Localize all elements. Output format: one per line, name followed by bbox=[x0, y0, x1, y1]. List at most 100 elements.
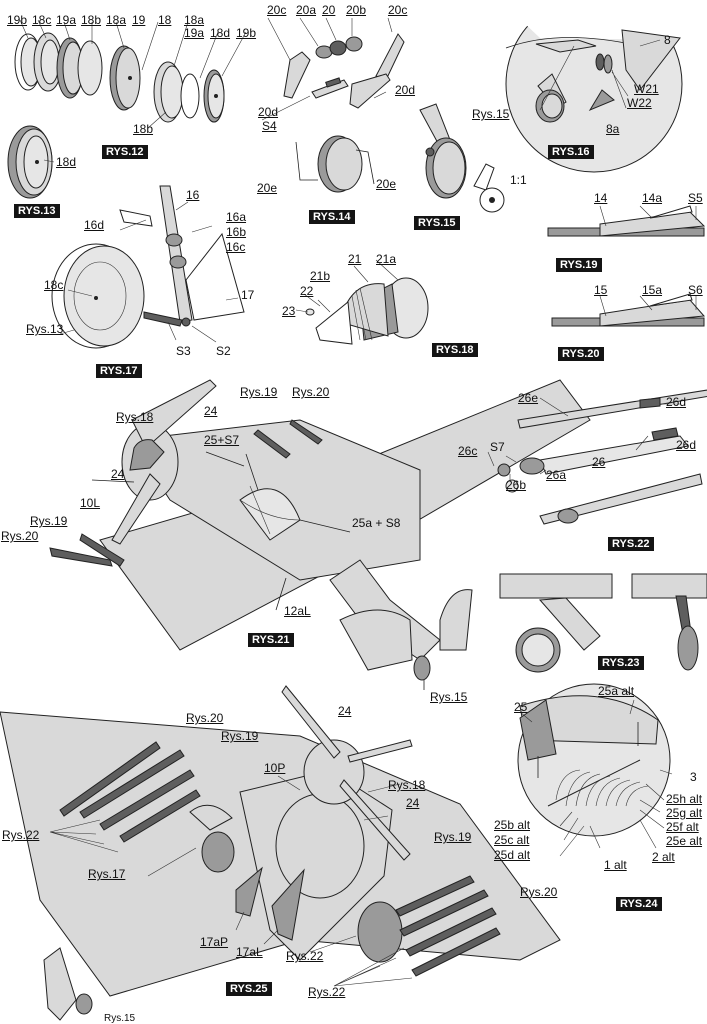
label-rys22-ref: Rys.22 bbox=[2, 828, 40, 842]
label-18c: 18c bbox=[32, 13, 52, 27]
rys24-cockpit bbox=[517, 683, 673, 857]
caption-rys24: RYS.24 bbox=[616, 897, 662, 911]
label-16d: 16d bbox=[84, 218, 105, 232]
label-rys19-ref: Rys.19 bbox=[240, 385, 278, 399]
rys12-wheel-parts bbox=[14, 19, 247, 129]
label-21b: 21b bbox=[310, 269, 331, 283]
label-20c-2: 20c bbox=[388, 3, 408, 17]
label-24-2: 24 bbox=[111, 467, 125, 481]
label-rys22-ref-3: Rys.22 bbox=[308, 985, 346, 999]
label-22: 22 bbox=[300, 284, 314, 298]
label-rys18-ref: Rys.18 bbox=[116, 410, 154, 424]
rys21-aircraft bbox=[49, 379, 591, 690]
label-rys18-ref-2: Rys.18 bbox=[388, 778, 426, 792]
rys16-gear-detail bbox=[500, 0, 683, 173]
label-18a-2: 18a bbox=[184, 13, 205, 27]
label-26c: 26c bbox=[458, 444, 478, 458]
label-19a-2: 19a bbox=[184, 26, 205, 40]
label-rys15-ref-2: Rys.15 bbox=[430, 690, 468, 704]
label-20: 20 bbox=[322, 3, 336, 17]
label-15a: 15a bbox=[642, 283, 663, 297]
rys17-gear-leg bbox=[51, 185, 245, 349]
label-17ap: 17aP bbox=[200, 935, 229, 949]
label-24-3: 24 bbox=[338, 704, 352, 718]
label-25e-alt: 25e alt bbox=[666, 834, 703, 848]
rys22-rocket-rail bbox=[487, 389, 707, 525]
label-25-s7: 25+S7 bbox=[204, 433, 240, 447]
label-s2: S2 bbox=[216, 344, 231, 358]
label-23: 23 bbox=[282, 304, 296, 318]
label-rys15-ref: Rys.15 bbox=[472, 107, 510, 121]
caption-rys14: RYS.14 bbox=[309, 210, 355, 224]
rys23-gear-views bbox=[499, 573, 707, 673]
label-21a: 21a bbox=[376, 252, 397, 266]
label-w21: W21 bbox=[634, 82, 659, 96]
label-s3: S3 bbox=[176, 344, 191, 358]
label-25a-s8: 25a + S8 bbox=[352, 516, 401, 530]
label-3: 3 bbox=[690, 770, 697, 784]
rys20-rocket bbox=[551, 293, 706, 327]
label-26: 26 bbox=[592, 455, 606, 469]
label-rys20-ref-3: Rys.20 bbox=[186, 711, 224, 725]
label-18a: 18a bbox=[106, 13, 127, 27]
label-25b-alt: 25b alt bbox=[494, 818, 531, 832]
caption-rys19: RYS.19 bbox=[556, 258, 602, 272]
label-15: 15 bbox=[594, 283, 608, 297]
label-21: 21 bbox=[348, 252, 362, 266]
label-8: 8 bbox=[664, 33, 671, 47]
label-16: 16 bbox=[186, 188, 200, 202]
caption-rys25: RYS.25 bbox=[226, 982, 272, 996]
label-1-alt: 1 alt bbox=[604, 858, 627, 872]
label-26d-2: 26d bbox=[676, 438, 697, 452]
label-s4: S4 bbox=[262, 119, 277, 133]
label-14a: 14a bbox=[642, 191, 663, 205]
label-rys22-ref-2: Rys.22 bbox=[286, 949, 324, 963]
label-25d-alt: 25d alt bbox=[494, 848, 531, 862]
label-17: 17 bbox=[241, 288, 255, 302]
label-26e: 26e bbox=[518, 391, 539, 405]
label-s5: S5 bbox=[688, 191, 703, 205]
label-20c: 20c bbox=[267, 3, 287, 17]
label-19: 19 bbox=[132, 13, 146, 27]
label-20b: 20b bbox=[346, 3, 367, 17]
label-20d-2: 20d bbox=[258, 105, 279, 119]
label-26d: 26d bbox=[666, 395, 687, 409]
label-rys15-ref-3: Rys.15 bbox=[104, 1013, 136, 1024]
label-26b: 26b bbox=[506, 478, 527, 492]
label-25c-alt: 25c alt bbox=[494, 833, 530, 847]
label-12al: 12aL bbox=[284, 604, 311, 618]
label-rys20-ref-4: Rys.20 bbox=[520, 885, 558, 899]
label-w22: W22 bbox=[627, 96, 652, 110]
label-19b-2: 19b bbox=[236, 26, 257, 40]
label-s6: S6 bbox=[688, 283, 703, 297]
label-18c-rys17: 18c bbox=[44, 278, 64, 292]
rys19-rocket bbox=[547, 205, 706, 237]
rys14-gear-fork-parts bbox=[261, 17, 405, 193]
label-20d: 20d bbox=[395, 83, 416, 97]
label-rys20-ref-2: Rys.20 bbox=[1, 529, 39, 543]
rys13-wheel bbox=[7, 125, 55, 199]
label-25: 25 bbox=[514, 700, 528, 714]
label-rys19-ref-4: Rys.19 bbox=[434, 830, 472, 844]
caption-rys13: RYS.13 bbox=[14, 204, 60, 218]
label-18: 18 bbox=[158, 13, 172, 27]
label-rys17-ref: Rys.17 bbox=[88, 867, 126, 881]
label-19a: 19a bbox=[56, 13, 77, 27]
label-18b: 18b bbox=[81, 13, 102, 27]
label-20e: 20e bbox=[257, 181, 278, 195]
label-14: 14 bbox=[594, 191, 608, 205]
label-rys13-ref: Rys.13 bbox=[26, 322, 64, 336]
label-17al: 17aL bbox=[236, 945, 263, 959]
label-16a: 16a bbox=[226, 210, 247, 224]
caption-rys16: RYS.16 bbox=[548, 145, 594, 159]
label-8a: 8a bbox=[606, 122, 620, 136]
caption-rys17: RYS.17 bbox=[96, 364, 142, 378]
rys15-wheel-assembly bbox=[419, 103, 505, 213]
label-25h-alt: 25h alt bbox=[666, 792, 703, 806]
label-18d: 18d bbox=[210, 26, 231, 40]
label-rys19-ref-3: Rys.19 bbox=[221, 729, 259, 743]
label-18b-2: 18b bbox=[133, 122, 154, 136]
label-10p: 10P bbox=[264, 761, 286, 775]
label-16b: 16b bbox=[226, 225, 247, 239]
